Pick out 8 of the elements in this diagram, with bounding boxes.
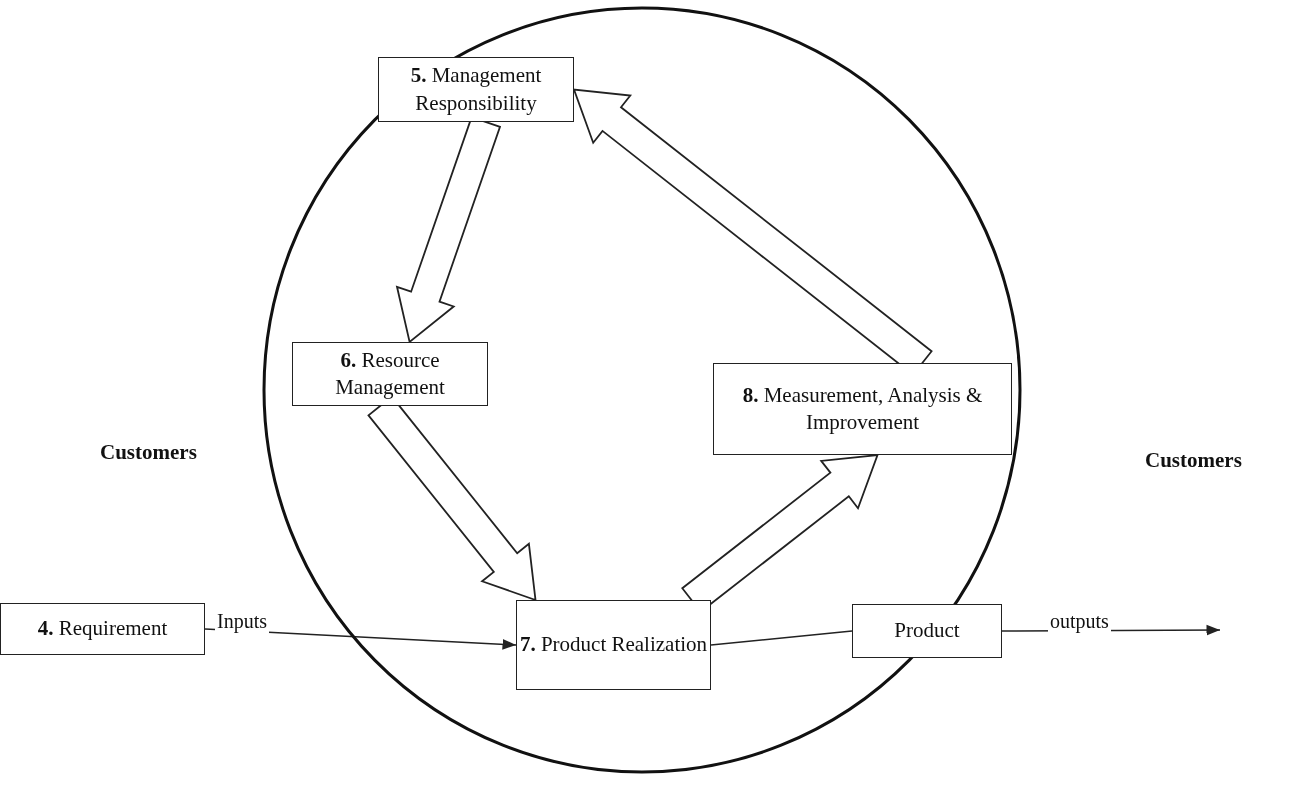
group-label: Customers xyxy=(1145,448,1242,473)
connector-line xyxy=(710,630,853,646)
group-label: Customers xyxy=(100,440,197,465)
process-box: 7. Product Realization xyxy=(516,600,711,690)
process-box: 8. Measurement, Analysis & Improvement xyxy=(713,363,1012,455)
process-box: 5. Management Responsibility xyxy=(378,57,574,122)
process-box: 6. Resource Management xyxy=(292,342,488,406)
process-box: 4. Requirement xyxy=(0,603,205,655)
